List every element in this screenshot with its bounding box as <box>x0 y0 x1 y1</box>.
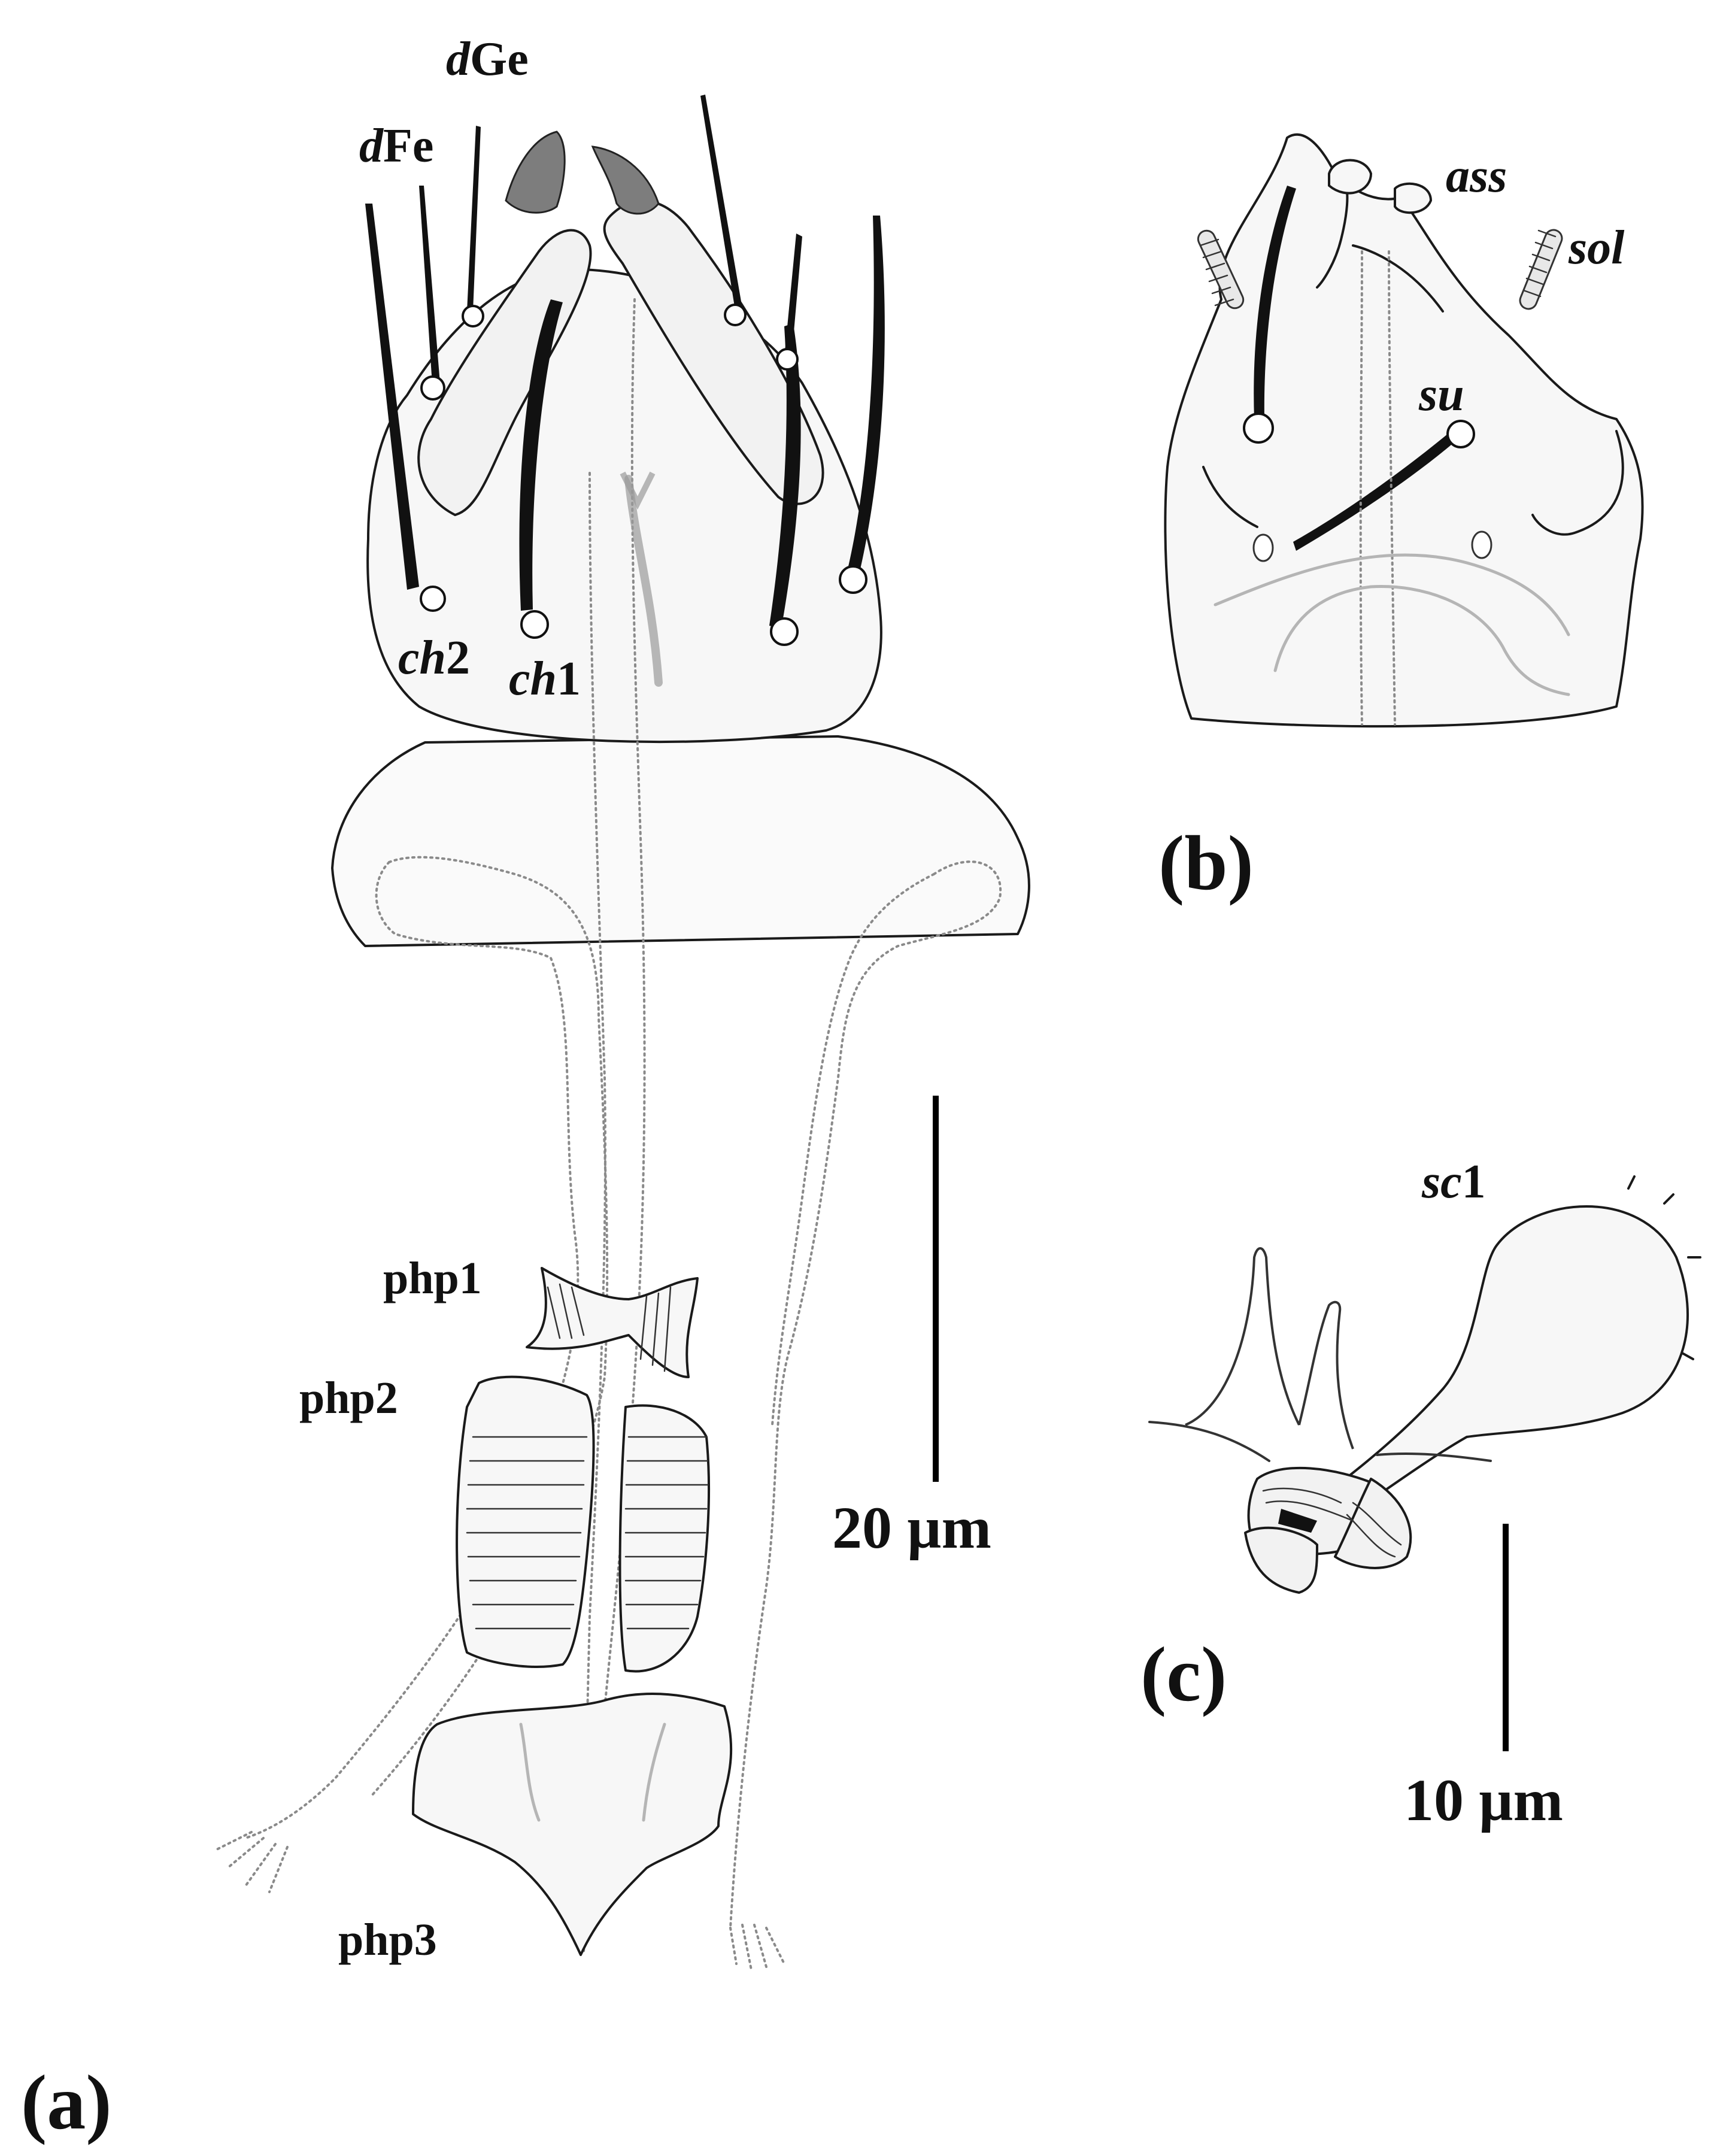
label-dFe: dFe <box>359 120 433 172</box>
label-php2: php2 <box>299 1373 398 1423</box>
label-dGe: dGe <box>446 33 529 86</box>
label-sol: sol <box>1568 222 1625 274</box>
scale-label-20: 20 µm <box>832 1494 991 1561</box>
panel-b-drawing <box>1164 133 1644 728</box>
solenidion-right <box>1519 229 1563 310</box>
panel-a-drawing <box>214 95 1030 1971</box>
label-su: su <box>1418 368 1464 421</box>
panel-label-b: (b) <box>1158 820 1254 906</box>
solenidion-left <box>1197 229 1245 310</box>
php2-striations <box>466 1436 709 1630</box>
label-ch1: ch1 <box>509 653 581 705</box>
label-sc1: sc1 <box>1421 1156 1486 1208</box>
label-ch2: ch2 <box>398 632 470 684</box>
label-php3: php3 <box>338 1915 437 1965</box>
label-ass: ass <box>1446 150 1507 202</box>
label-php1: php1 <box>383 1253 482 1303</box>
panel-c-drawing <box>1148 1175 1701 1594</box>
panel-label-c: (c) <box>1140 1632 1227 1718</box>
scale-label-10: 10 µm <box>1404 1767 1563 1833</box>
panel-label-a: (a) <box>21 2060 112 2146</box>
